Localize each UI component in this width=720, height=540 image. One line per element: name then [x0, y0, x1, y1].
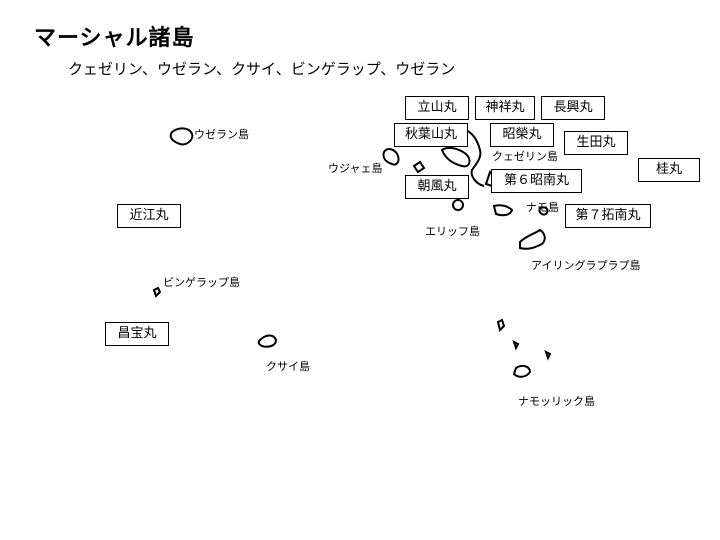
ship-box-choko: 長興丸 — [541, 96, 605, 120]
island-label-erikku: エリッフ島 — [425, 225, 480, 238]
kusai-island — [257, 334, 278, 348]
island-label-ujae: ウジャェ島 — [328, 162, 383, 175]
island-label-kwajalein: クェゼリン島 — [492, 150, 558, 163]
namorikku-atoll — [512, 364, 532, 378]
ship-box-asakaze: 朝風丸 — [405, 175, 469, 199]
ship-box-ikuta: 生田丸 — [564, 131, 628, 155]
ujae-islet — [412, 160, 426, 174]
island-label-ailinglaplap: アイリングラプラプ島 — [531, 259, 641, 272]
ship-box-shinsho: 神祥丸 — [475, 96, 535, 120]
ship-box-shoho: 昌宝丸 — [105, 322, 169, 346]
south-reef-1 — [496, 318, 506, 332]
south-reef-3 — [544, 350, 552, 361]
ship-box-shonan6: 第６昭南丸 — [491, 169, 582, 193]
ship-box-katsura: 桂丸 — [638, 158, 700, 182]
uzeran-atoll — [169, 127, 194, 146]
ship-box-shoei: 昭榮丸 — [490, 123, 554, 147]
ship-box-tateyama: 立山丸 — [405, 96, 469, 120]
kwajalein-atoll — [440, 146, 471, 168]
island-label-namorikku: ナモッリック島 — [518, 395, 595, 408]
page-title: マーシャル諸島 — [34, 26, 195, 51]
island-label-uzeran: ウゼラン島 — [194, 128, 249, 141]
ship-box-akibasan: 秋葉山丸 — [394, 123, 468, 147]
namo-atoll — [492, 204, 514, 217]
ujae-atoll — [382, 148, 400, 166]
south-reef-2 — [512, 340, 520, 351]
island-label-namo: ナモ島 — [526, 201, 559, 214]
page-subtitle: クェゼリン、ウゼラン、クサイ、ビンゲラップ、ウゼラン — [68, 60, 456, 78]
ailinglaplap-atoll — [519, 228, 546, 250]
namo-islet — [538, 206, 549, 216]
ship-box-takunan7: 第７拓南丸 — [565, 204, 651, 228]
kwajalein-chain — [465, 129, 485, 187]
ship-box-omi: 近江丸 — [117, 204, 181, 228]
erikku-atoll — [452, 199, 464, 211]
bingelap-atoll — [152, 286, 162, 298]
island-label-kusai: クサイ島 — [266, 360, 310, 373]
island-label-bingelap: ビンゲラップ島 — [163, 276, 240, 289]
